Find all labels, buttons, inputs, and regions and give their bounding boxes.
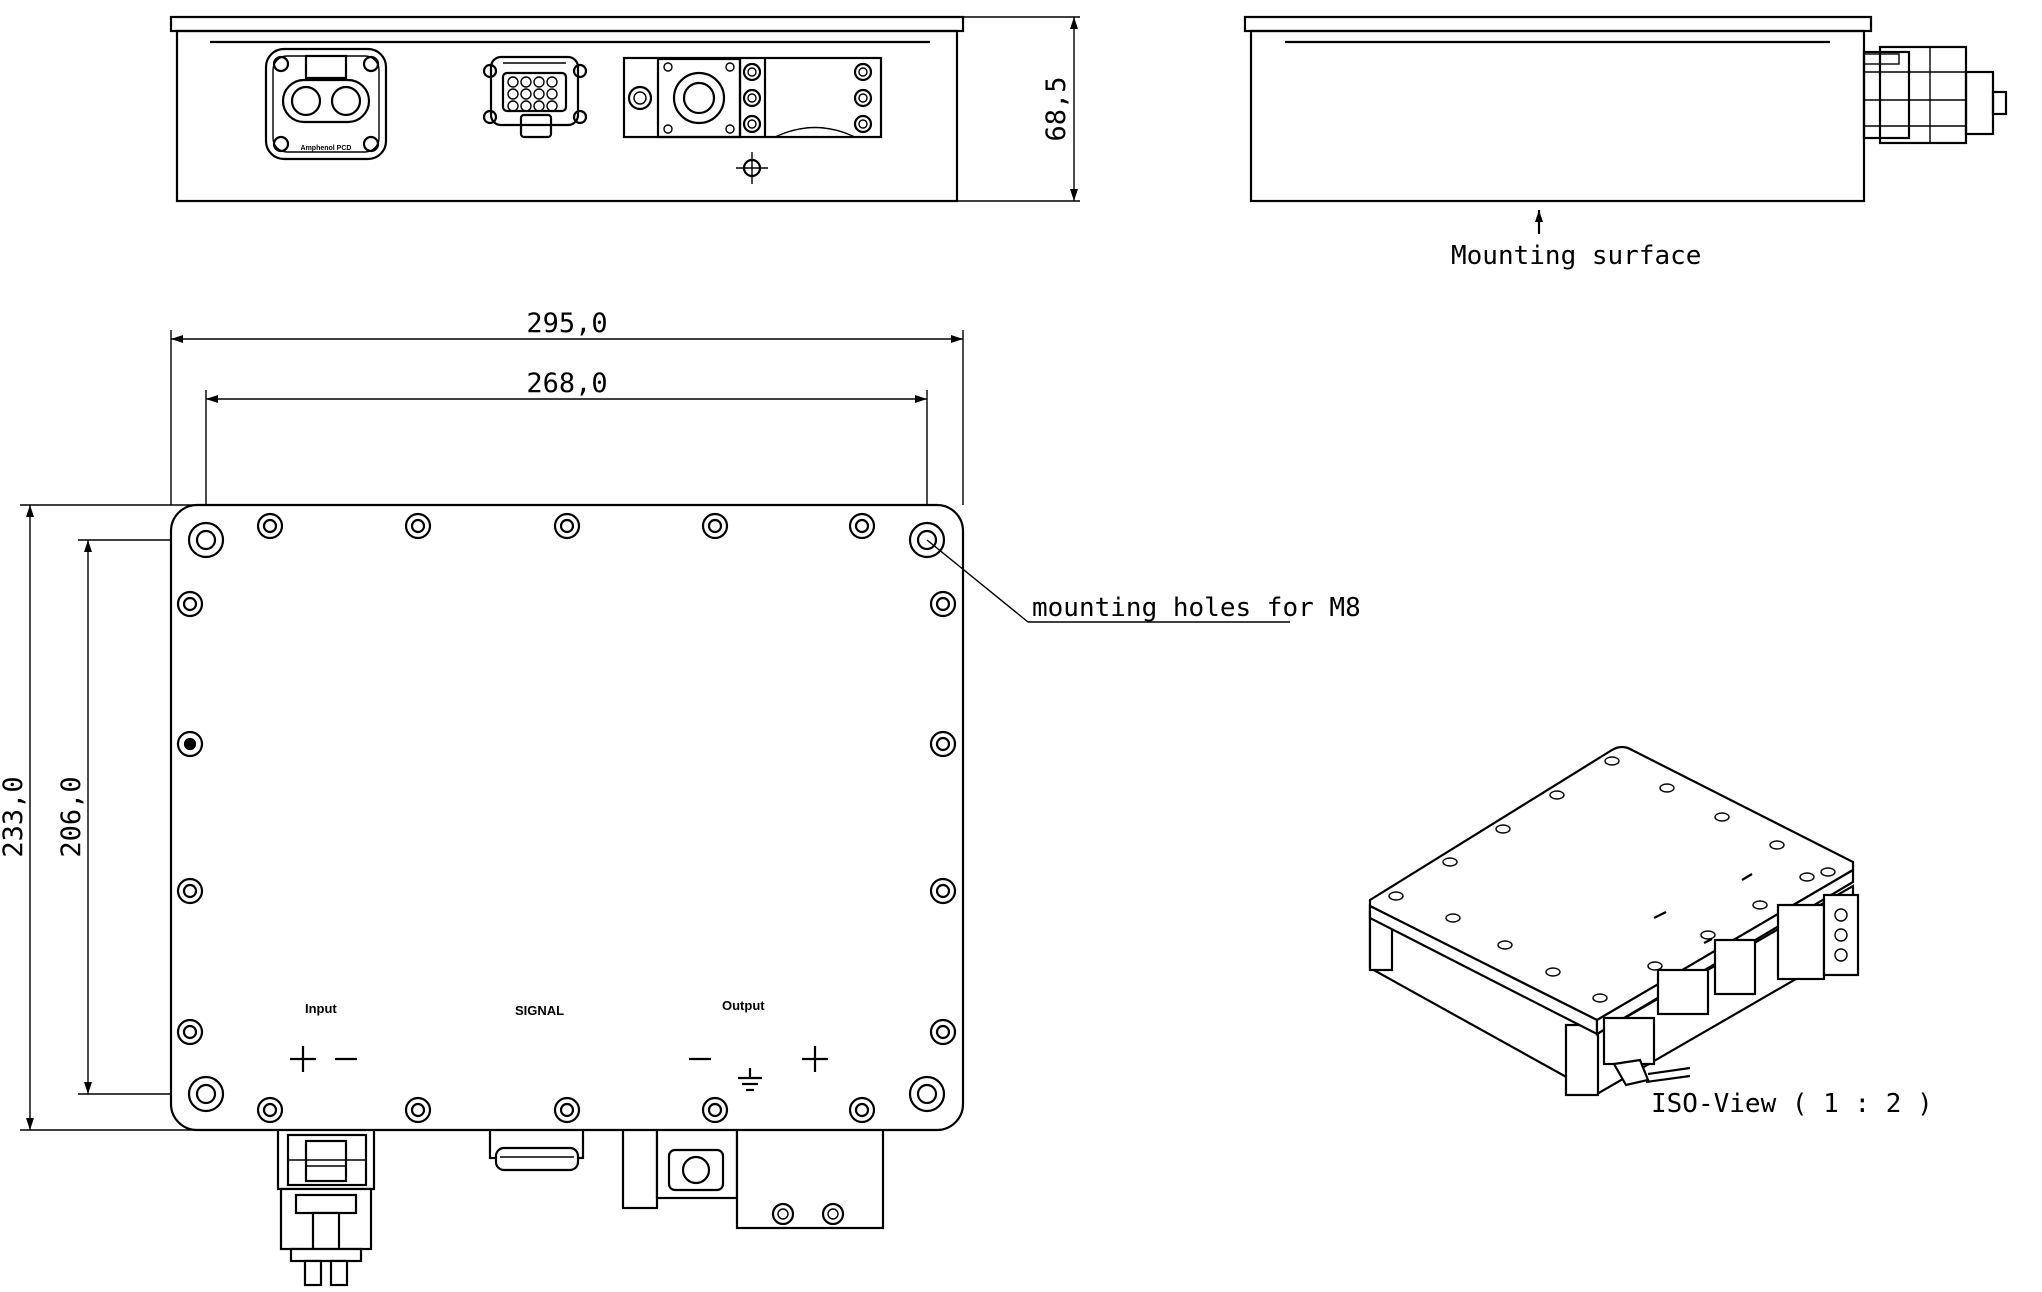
mounting-holes-note: mounting holes for M8: [1032, 593, 1361, 623]
dim-height: 68,5: [1041, 76, 1072, 141]
hv-input-plug-top: [276, 1126, 376, 1287]
connector-brand-text: Amphenol PCD: [301, 145, 352, 152]
housing-top-plate: [169, 503, 965, 1132]
iso-view-caption: ISO-View ( 1 : 2 ): [1651, 1089, 1933, 1119]
input-label: Input: [305, 1001, 337, 1016]
output-block-top: [621, 1126, 885, 1230]
signal-label: SIGNAL: [515, 1003, 564, 1018]
dim-width-overall: 295,0: [526, 308, 607, 339]
ground-icon: [738, 1068, 762, 1092]
dim-depth-overall: 233,0: [0, 776, 29, 857]
side-view: Mounting surface: [1243, 15, 2008, 271]
lid-screws: [176, 512, 957, 1124]
signal-connector: [482, 55, 588, 139]
dim-width-holes: 268,0: [526, 368, 607, 399]
output-label: Output: [722, 998, 765, 1013]
hv-input-connector: Amphenol PCD: [264, 47, 388, 161]
front-view: Amphenol PCD: [169, 15, 1080, 203]
dim-depth-holes: 206,0: [56, 776, 87, 857]
output-plus-icon: [802, 1046, 828, 1072]
mounting-surface-note: Mounting surface: [1451, 241, 1701, 271]
top-view: 295,0 268,0 233,0 206,0: [0, 308, 1361, 1287]
output-connector: [622, 56, 883, 139]
iso-view: ISO-View ( 1 : 2 ): [1368, 745, 1933, 1119]
signal-plug-top: [488, 1126, 585, 1172]
input-plus-icon: [290, 1046, 316, 1072]
mounting-holes: [187, 521, 946, 1113]
